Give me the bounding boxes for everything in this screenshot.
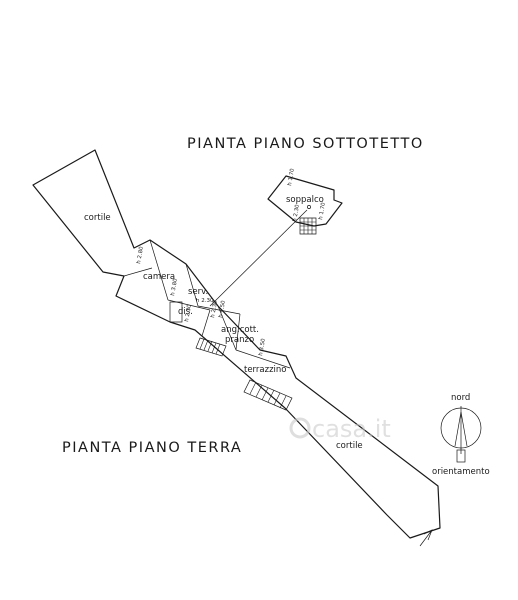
soppalco-marker	[307, 205, 311, 209]
cortile-top-label: cortile	[84, 213, 111, 223]
pranzo-label: pranzo	[225, 335, 254, 345]
attic-connection-line	[209, 209, 308, 307]
compass-base-icon	[456, 449, 466, 463]
dis-height: h 2.30	[184, 304, 193, 323]
ground-plan-title: PIANTA PIANO TERRA	[62, 440, 242, 456]
soppalco-height-mid: h 2.30	[292, 204, 301, 223]
camera-label: camera	[143, 272, 175, 282]
compass: nord orientamento	[432, 393, 490, 477]
internal-walls	[123, 239, 291, 369]
soppalco-stair	[299, 217, 317, 235]
ang-cott-height-1: h 2.30	[210, 300, 219, 319]
pranzo-side-height: h 3.50	[258, 338, 267, 357]
ground-plan: cortile camera serv. dis. ang.cott. pran…	[32, 149, 441, 547]
watermark-logo-icon	[289, 417, 311, 439]
ang-cott-label: ang.cott.	[221, 325, 259, 335]
attic-plan-title: PIANTA PIANO SOTTOTETTO	[187, 136, 424, 152]
dis-label: dis.	[178, 307, 193, 317]
watermark: casa.it	[289, 415, 391, 443]
entry-arrow-icon	[419, 529, 433, 547]
soppalco-label: soppalco	[286, 195, 324, 205]
ground-stair-1	[195, 337, 227, 357]
cortile-bottom-label: cortile	[336, 441, 363, 451]
dis-box	[169, 301, 183, 323]
soppalco-outline	[267, 175, 343, 227]
terrazzino-label: terrazzino	[244, 365, 286, 375]
camera-side-height: h 3.80	[170, 278, 179, 297]
compass-north-label: nord	[451, 393, 470, 403]
attic-plan: soppalco h 1.70 h 1.70 h 2.30	[267, 168, 343, 235]
compass-caption: orientamento	[432, 467, 490, 477]
serv-height: h 2.30	[196, 298, 214, 304]
ang-cott-height-2: h 4.50	[218, 300, 227, 319]
watermark-text: casa.it	[312, 415, 391, 443]
ground-outline	[32, 149, 441, 539]
camera-height: h 2.80	[136, 246, 145, 265]
serv-label: serv.	[188, 287, 208, 297]
soppalco-height-right: h 1.70	[318, 202, 327, 221]
soppalco-height-left: h 1.70	[287, 168, 296, 187]
ground-stair-2	[243, 379, 293, 411]
